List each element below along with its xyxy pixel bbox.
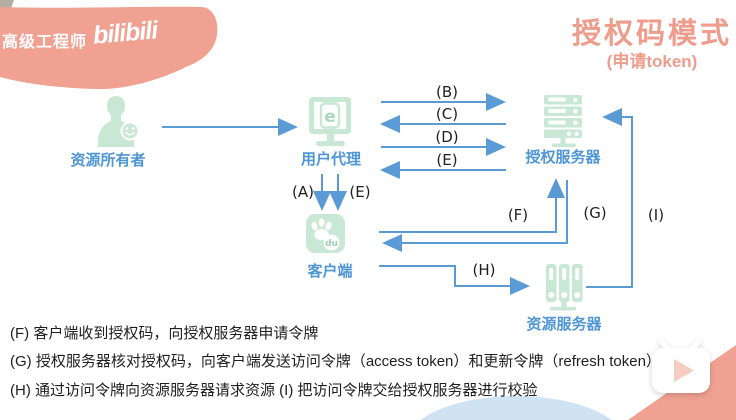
note-h-i: (H) 通过访问令牌向资源服务器请求资源 (I) 把访问令牌交给授权服务器进行校… [10, 382, 538, 399]
node-label-client: 客户端 [307, 263, 353, 280]
play-icon [674, 359, 694, 382]
arrow-label-i: (I) [647, 206, 665, 224]
node-label-user-agent: 用户代理 [300, 151, 362, 168]
client-glyph: du [325, 239, 338, 249]
node-label-resource-server: 资源服务器 [526, 316, 602, 333]
arrow-label-e-horizontal: (E) [436, 151, 458, 169]
watermark-role: 高级工程师 [2, 34, 88, 51]
arrow-label-a: (A) [292, 183, 314, 201]
light-blue-blob [420, 396, 612, 420]
resource-server-icon [546, 264, 583, 311]
page-title: 授权码模式 [571, 18, 732, 50]
arrow-label-c: (C) [435, 105, 459, 123]
client-baidu-icon: du [306, 214, 345, 253]
arrow-i [586, 108, 633, 288]
node-label-auth-server: 授权服务器 [525, 149, 601, 166]
note-g: (G) 授权服务器核对授权码，向客户端发送访问令牌（access token）和… [10, 353, 661, 370]
browser-glyph: e [324, 107, 336, 127]
salmon-blob [0, 6, 218, 90]
page-subtitle: (申请token) [606, 52, 698, 71]
person-icon [98, 96, 140, 147]
note-f: (F) 客户端收到授权码，向授权服务器申请令牌 [10, 325, 319, 342]
arrow-h [379, 265, 530, 295]
auth-server-icon [544, 95, 582, 147]
arrow-label-f: (F) [507, 206, 529, 224]
arrow-label-h: (H) [472, 261, 496, 279]
flow-arrows [162, 93, 633, 295]
arrow-label-d: (D) [435, 128, 459, 146]
arrow-label-b: (B) [436, 83, 458, 101]
bilibili-tv-icon [652, 338, 710, 393]
node-label-resource-owner: 资源所有者 [70, 152, 146, 169]
arrow-f [379, 178, 565, 233]
browser-icon: e [309, 97, 351, 146]
arrow-g [382, 180, 568, 252]
arrow-label-g: (G) [583, 204, 607, 222]
bilibili-logo: bilibili [91, 16, 159, 50]
arrow-label-e-vertical: (E) [349, 183, 371, 201]
